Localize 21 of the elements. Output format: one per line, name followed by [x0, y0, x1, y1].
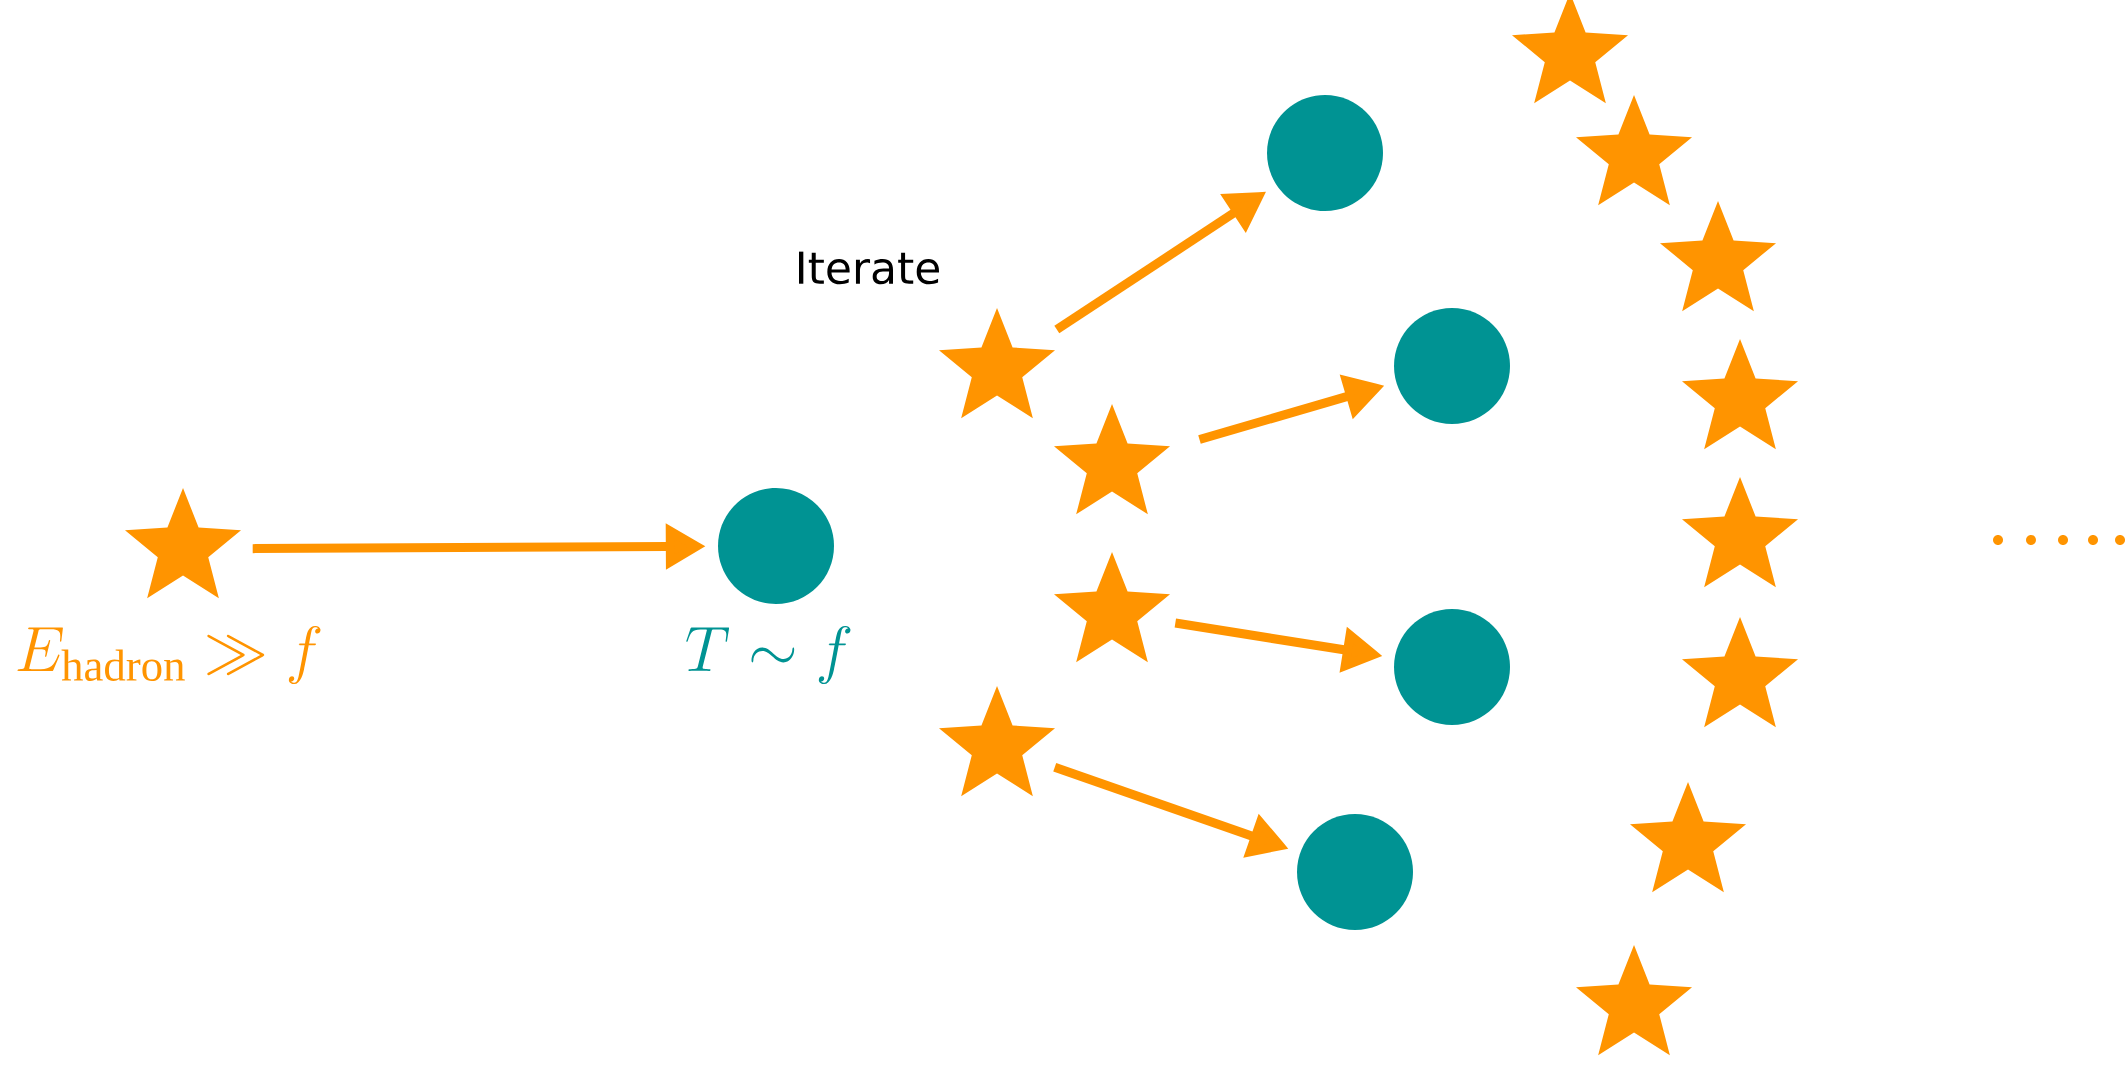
star-shape	[1054, 404, 1171, 515]
star-shape	[1630, 782, 1747, 893]
star-shape	[1576, 95, 1693, 206]
star-shape	[1682, 477, 1799, 588]
star-shape	[1682, 339, 1799, 450]
circle-shape	[1267, 95, 1383, 211]
star-shape	[1576, 945, 1693, 1056]
circle-shape	[1394, 308, 1510, 424]
star-shape	[939, 308, 1056, 419]
formula-label: $E_{\mathrm{hadron}} \gg f$	[17, 625, 321, 685]
star-shape	[1660, 201, 1777, 312]
circle-shape	[1394, 609, 1510, 725]
star-shape	[1512, 0, 1629, 104]
circle-shape	[1297, 814, 1413, 930]
star-shape	[125, 488, 242, 599]
iterate-label: Iterate	[799, 251, 939, 285]
circle-shape	[718, 488, 834, 604]
star-shape	[939, 686, 1056, 797]
formula-label: $T \sim f$	[686, 625, 851, 685]
star-shape	[1054, 552, 1171, 663]
star-shape	[1682, 617, 1799, 728]
